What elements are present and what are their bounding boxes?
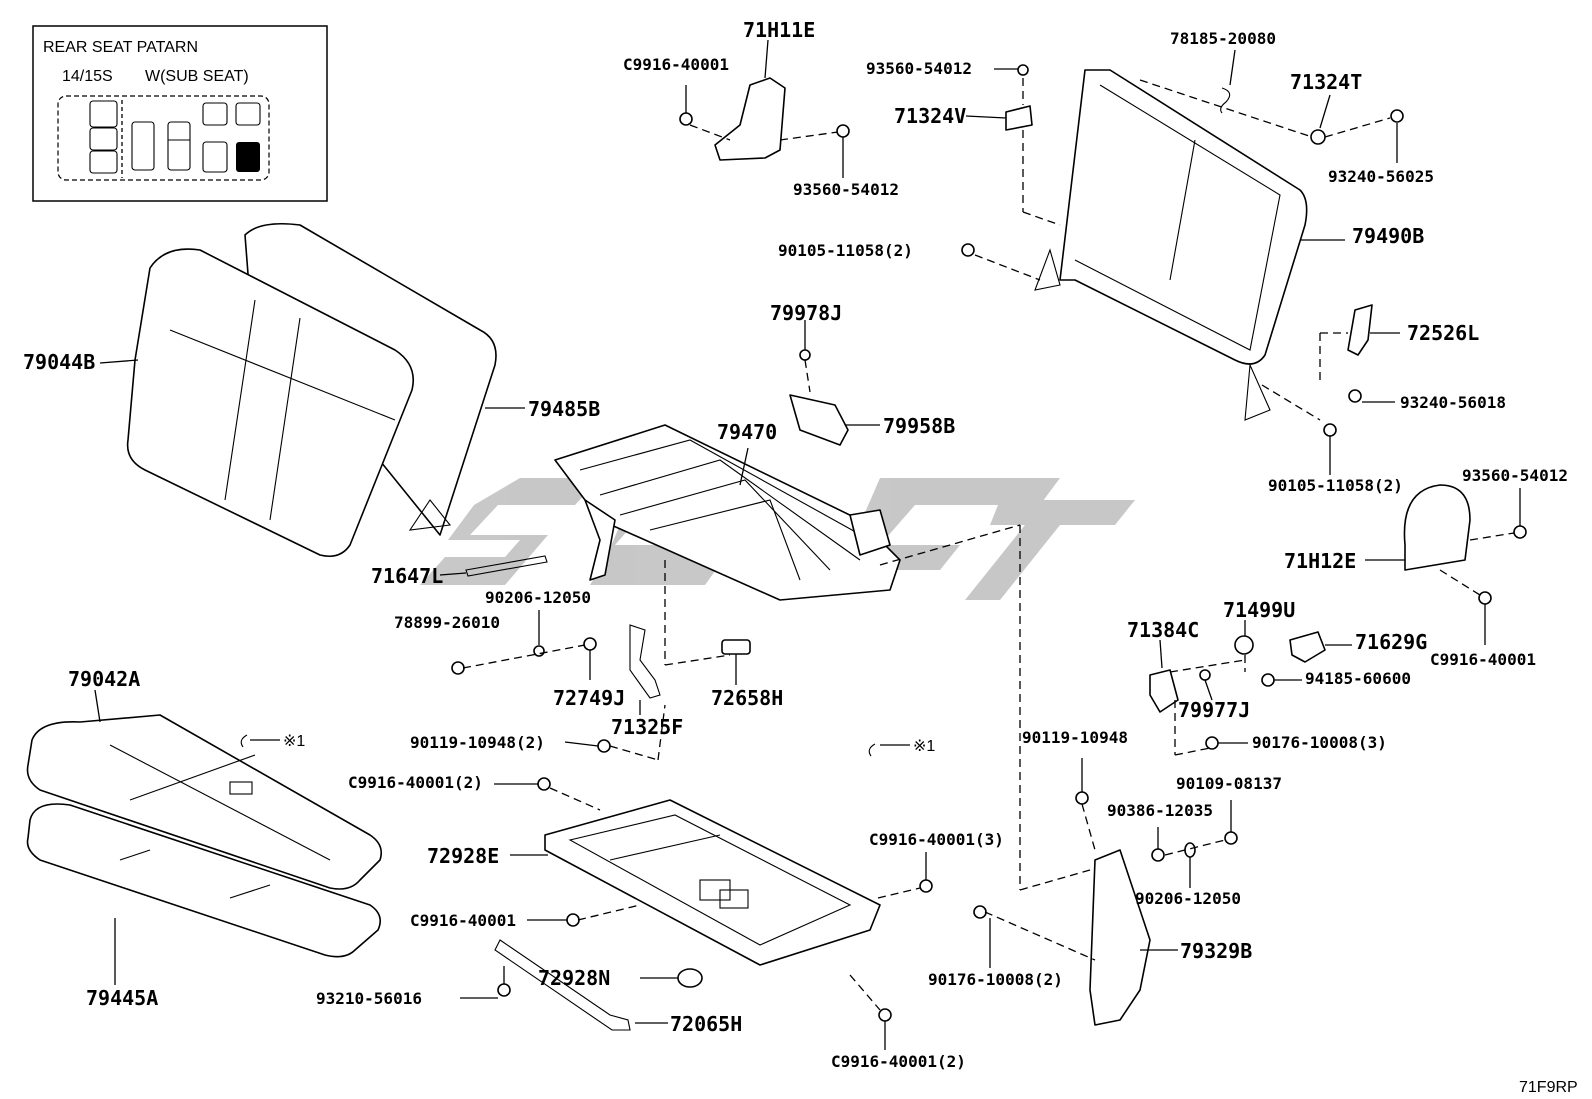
- label-72749J: 72749J: [553, 686, 625, 710]
- label-71325F: 71325F: [611, 715, 683, 739]
- label-90119-10948: 90119-10948: [1022, 728, 1128, 747]
- label-71629G: 71629G: [1355, 630, 1427, 654]
- label-78899-26010: 78899-26010: [394, 613, 500, 632]
- label-71H11E: 71H11E: [743, 18, 815, 42]
- label-79445A: 79445A: [86, 986, 158, 1010]
- seat-frame: [554, 424, 901, 601]
- seat-back-frame: [1034, 69, 1308, 421]
- label-79042A: 79042A: [68, 667, 140, 691]
- label-C9916-40001-3: C9916-40001(3): [869, 830, 1004, 849]
- label-C9916-40001-2b: C9916-40001(2): [831, 1052, 966, 1071]
- label-79044B: 79044B: [23, 350, 95, 374]
- small-parts: [240, 64, 1527, 1031]
- label-72658H: 72658H: [711, 686, 783, 710]
- part-labels: 71H11E C9916-40001 93560-54012 93560-540…: [23, 18, 1578, 1096]
- label-93560-54012-c: 93560-54012: [1462, 466, 1568, 485]
- label-90386-12035: 90386-12035: [1107, 801, 1213, 820]
- legend-col2: W(SUB SEAT): [145, 68, 249, 85]
- label-71H12E: 71H12E: [1284, 549, 1356, 573]
- label-93560-54012-b: 93560-54012: [793, 180, 899, 199]
- label-93240-56018: 93240-56018: [1400, 393, 1506, 412]
- label-90109-08137: 90109-08137: [1176, 774, 1282, 793]
- label-71324T: 71324T: [1290, 70, 1362, 94]
- diagram-code: 71F9RP: [1519, 1079, 1578, 1096]
- label-C9916-40001-mid: C9916-40001: [410, 911, 516, 930]
- label-C9916-40001-top: C9916-40001: [623, 55, 729, 74]
- label-79470: 79470: [717, 420, 777, 444]
- label-71384C: 71384C: [1127, 618, 1199, 642]
- label-79485B: 79485B: [528, 397, 600, 421]
- label-90105-11058-b: 90105-11058(2): [1268, 476, 1403, 495]
- label-90176-10008-2: 90176-10008(2): [928, 970, 1063, 989]
- seat-cushions: [26, 714, 383, 958]
- label-C9916-40001-right: C9916-40001: [1430, 650, 1536, 669]
- label-79958B: 79958B: [883, 414, 955, 438]
- label-94185-60600: 94185-60600: [1305, 669, 1411, 688]
- legend-col1: 14/15S: [62, 68, 113, 85]
- label-79978J: 79978J: [770, 301, 842, 325]
- label-90176-10008-3: 90176-10008(3): [1252, 733, 1387, 752]
- label-93210-56016: 93210-56016: [316, 989, 422, 1008]
- label-71324V: 71324V: [894, 104, 966, 128]
- ref-note-left: ※1: [283, 733, 305, 750]
- legend-title: REAR SEAT PATARN: [43, 39, 198, 56]
- label-90119-10948-2: 90119-10948(2): [410, 733, 545, 752]
- label-71647L: 71647L: [371, 564, 443, 588]
- seat-back-assembly: [126, 222, 497, 558]
- label-93240-56025: 93240-56025: [1328, 167, 1434, 186]
- label-72928E: 72928E: [427, 844, 499, 868]
- leader-lines: [94, 39, 1521, 1050]
- label-90105-11058-a: 90105-11058(2): [778, 241, 913, 260]
- label-78185-20080: 78185-20080: [1170, 29, 1276, 48]
- label-72928N: 72928N: [538, 966, 610, 990]
- label-93560-54012-a: 93560-54012: [866, 59, 972, 78]
- label-79977J: 79977J: [1178, 698, 1250, 722]
- label-72065H: 72065H: [670, 1012, 742, 1036]
- seat-pattern-legend: REAR SEAT PATARN 14/15S W(SUB SEAT): [32, 25, 328, 202]
- label-72526L: 72526L: [1407, 321, 1479, 345]
- label-C9916-40001-2a: C9916-40001(2): [348, 773, 483, 792]
- label-79490B: 79490B: [1352, 224, 1424, 248]
- seat-tray: [544, 799, 881, 966]
- label-90206-12050-a: 90206-12050: [485, 588, 591, 607]
- label-71499U: 71499U: [1223, 598, 1295, 622]
- ref-note-right: ※1: [913, 738, 935, 755]
- label-90206-12050-b: 90206-12050: [1135, 889, 1241, 908]
- label-79329B: 79329B: [1180, 939, 1252, 963]
